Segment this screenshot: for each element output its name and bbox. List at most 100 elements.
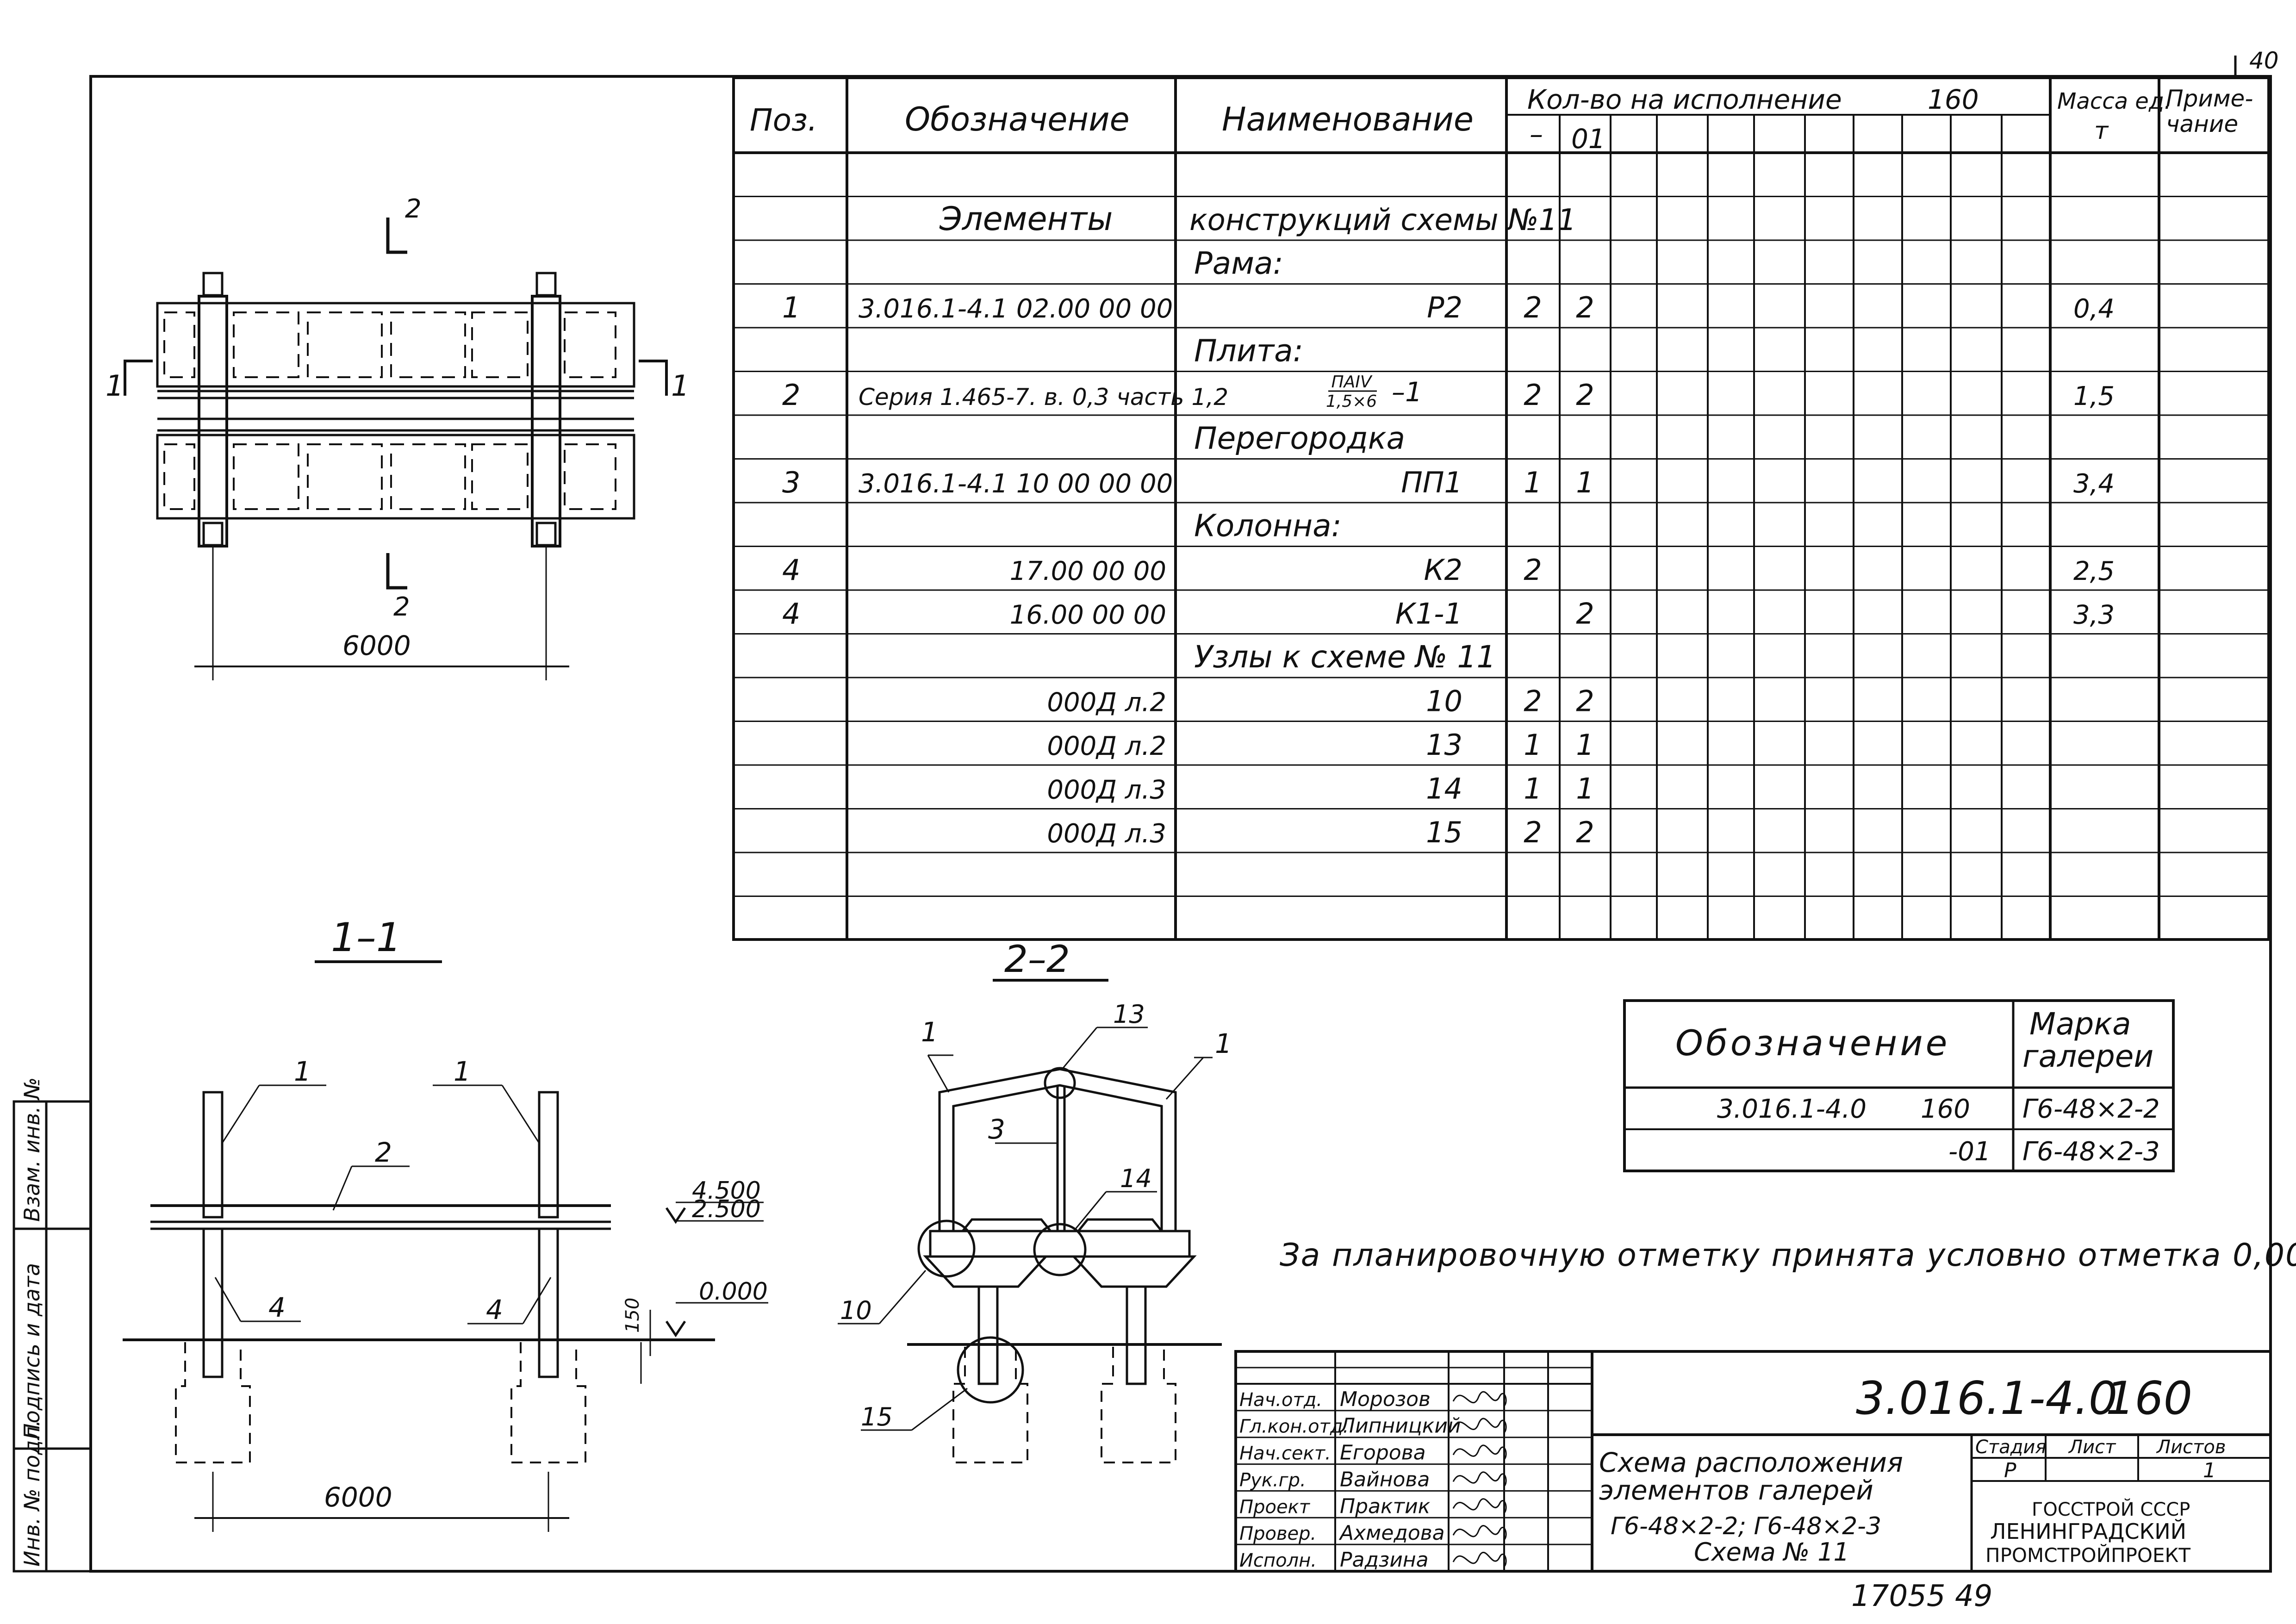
section-2-2-label-node10: 10 — [840, 1296, 872, 1325]
plan-view — [124, 218, 668, 680]
spec-item-name: 15 — [1426, 815, 1462, 849]
spec-item-mass: 1,5 — [2073, 381, 2115, 411]
marking-header-mark-1: Марка — [2029, 1006, 2131, 1042]
header-qty-doc: 160 — [1928, 84, 1979, 115]
spec-column-lines — [846, 78, 2160, 940]
spec-item-name-suffix: –1 — [1392, 376, 1422, 408]
section-1-1-level-0000: 0.000 — [699, 1278, 768, 1306]
spec-section-name: конструкций схемы №11 — [1189, 203, 1576, 237]
spec-item-qty-1: 2 — [1576, 684, 1594, 718]
section-1-1-label-slab: 2 — [375, 1137, 392, 1168]
spec-item-qty-0: 2 — [1524, 684, 1542, 718]
header-designation: Обозначение — [905, 100, 1130, 138]
plan-section-mark-2-top: 2 — [405, 194, 422, 224]
spec-group-name: Колонна: — [1194, 508, 1342, 544]
spec-item-pos: 3 — [782, 466, 800, 499]
section-2-2-label-node14: 14 — [1120, 1164, 1152, 1193]
spec-item-designation: 17.00 00 00 — [1010, 556, 1166, 586]
spec-item-designation: Серия 1.465-7. в. 0,3 часть 1,2 — [859, 384, 1228, 411]
section-1-1-level-2500: 2.500 — [692, 1195, 761, 1223]
spec-item-qty-1: 2 — [1576, 291, 1594, 324]
spec-item-name-fraction-bottom: 1,5×6 — [1326, 392, 1377, 411]
tb-person-name: Ахмедова — [1338, 1521, 1445, 1545]
marking-row-2-doc: -01 — [1948, 1137, 1991, 1167]
header-mass-unit: т — [2094, 117, 2109, 145]
spec-section-designation: Элементы — [939, 200, 1113, 238]
marking-header-designation: Обозначение — [1675, 1022, 1950, 1064]
side-stamp-inv-orig: Инв. № подл. — [19, 1420, 44, 1567]
signature — [1452, 1551, 1507, 1568]
bottom-number: 17055 49 — [1851, 1579, 1992, 1613]
title-block-people: Нач.отд.МорозовГл.кон.отд.ЛипницкийНач.с… — [1239, 1388, 1507, 1572]
stage-label: Стадия — [1975, 1437, 2046, 1458]
spec-item-qty-0: 2 — [1524, 378, 1542, 412]
spec-item-designation: 3.016.1-4.1 02.00 00 00 — [859, 294, 1173, 324]
spec-item-qty-1: 1 — [1576, 728, 1594, 762]
spec-item-name: 13 — [1426, 728, 1462, 762]
title-line-2: элементов галерей — [1599, 1475, 1873, 1506]
tb-role: Проект — [1239, 1496, 1311, 1518]
spec-item-qty-0: 1 — [1524, 728, 1542, 762]
section-2-2-label-node15: 15 — [861, 1402, 893, 1431]
spec-item-qty-0: 2 — [1524, 291, 1542, 324]
signature — [1452, 1418, 1507, 1433]
spec-item-designation: 000Д л.2 — [1047, 731, 1166, 761]
spec-item-mass: 2,5 — [2073, 556, 2115, 586]
side-stamp-inv-replace: Взам. инв. № — [19, 1077, 44, 1222]
spec-row-lines — [734, 151, 2269, 897]
side-stamp-signature-date: Подпись и дата — [19, 1263, 44, 1439]
doc-code: 3.016.1-4.0 — [1856, 1372, 2117, 1425]
doc-number: 160 — [2106, 1372, 2192, 1425]
plan-section-mark-1-left: 1 — [106, 369, 124, 403]
header-mass: Масса ед. — [2057, 88, 2171, 114]
signature — [1452, 1391, 1507, 1406]
title-line-4: Схема № 11 — [1694, 1537, 1849, 1567]
header-qty-sub-1: 01 — [1571, 123, 1605, 155]
spec-item-name: 14 — [1426, 772, 1462, 806]
section-1-1-dimension: 6000 — [324, 1481, 392, 1513]
org-line-2: ЛЕНИНГРАДСКИЙ — [1990, 1519, 2186, 1544]
header-note-2: чание — [2166, 111, 2238, 137]
spec-item-pos: 1 — [782, 291, 800, 324]
tb-role: Исполн. — [1239, 1550, 1317, 1571]
spec-item-pos: 4 — [782, 553, 800, 587]
marking-row-1-designation: 3.016.1-4.0 — [1717, 1094, 1867, 1124]
title-line-1: Схема расположения — [1599, 1447, 1903, 1478]
plan-section-mark-2-bottom: 2 — [393, 592, 410, 622]
spec-item-mass: 3,3 — [2073, 600, 2115, 630]
section-1-1-label-column-right: 4 — [486, 1294, 503, 1325]
spec-item-qty-1: 2 — [1576, 378, 1594, 412]
marking-row-1-doc: 160 — [1921, 1094, 1970, 1124]
marking-row-2-mark: Г6-48×2-3 — [2022, 1137, 2160, 1167]
section-2-2-label-frame-right: 1 — [1215, 1028, 1232, 1059]
marking-row-1-mark: Г6-48×2-2 — [2022, 1094, 2160, 1124]
spec-item-qty-1: 2 — [1576, 597, 1594, 631]
stage-value: Р — [2004, 1459, 2016, 1482]
spec-item-designation: 000Д л.3 — [1047, 819, 1166, 849]
section-2-2-drawing — [838, 1027, 1222, 1463]
signature — [1452, 1471, 1507, 1487]
signature — [1452, 1444, 1507, 1460]
spec-item-pos: 2 — [782, 378, 800, 412]
marking-header-mark-2: галереи — [2022, 1039, 2153, 1074]
spec-item-qty-0: 2 — [1524, 815, 1542, 849]
spec-item-qty-0: 1 — [1524, 466, 1542, 499]
tb-person-name: Радзина — [1340, 1548, 1429, 1572]
sheet-frame — [89, 75, 2272, 1573]
spec-item-name: К2 — [1424, 553, 1462, 587]
spec-group-name: Плита: — [1194, 333, 1303, 369]
spec-item-name: К1-1 — [1395, 597, 1462, 631]
spec-item-mass: 3,4 — [2073, 469, 2115, 499]
spec-item-mass: 0,4 — [2073, 294, 2115, 324]
section-2-2-label-node13: 13 — [1113, 1000, 1145, 1029]
tb-person-name: Егорова — [1340, 1441, 1426, 1465]
spec-item-pos: 4 — [782, 597, 800, 631]
tb-person-name: Липницкий — [1339, 1414, 1461, 1438]
marking-table: Обозначение Марка галереи 3.016.1-4.0 16… — [1623, 999, 2175, 1172]
sheets-label: Листов — [2156, 1437, 2226, 1458]
spec-item-designation: 000Д л.2 — [1047, 688, 1166, 718]
plan-section-mark-1-right: 1 — [671, 369, 689, 403]
sheet-label: Лист — [2068, 1437, 2116, 1458]
